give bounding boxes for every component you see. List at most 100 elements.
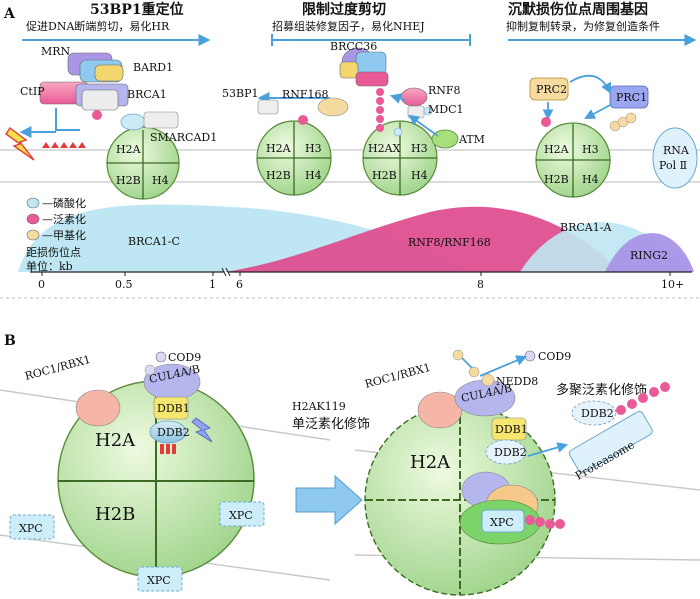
b-left-h2a: H2A (95, 430, 136, 451)
label-rnf168: RNF168 (282, 88, 329, 101)
nucleosome-4: H2A H3 H2B H4 (535, 122, 611, 198)
label-prc1: PRC1 (616, 91, 647, 104)
header-1-subtitle: 促进DNA断端剪切，易化HR (26, 19, 170, 33)
label-mdc1: MDC1 (428, 103, 464, 116)
legend-swatch-methyl (26, 229, 40, 241)
b-left-ddb1: DDB1 (157, 402, 190, 415)
b-mono: 单泛素化修饰 (292, 417, 370, 432)
panel-b-letter: B (4, 333, 16, 349)
distance-label-1: 距损伤位点 (26, 245, 81, 259)
label-bard1: BARD1 (133, 61, 173, 74)
region-label-rnf8: RNF8/RNF168 (408, 236, 491, 249)
header-1-title: 53BP1重定位 (90, 1, 184, 18)
legend-swatch-phospho (26, 197, 40, 209)
n4-h3: H3 (582, 143, 599, 156)
label-smarcad1: SMARCAD1 (150, 131, 217, 144)
nucleosome-2: H2A H3 H2B H4 (256, 120, 332, 196)
tick-10: 10+ (661, 278, 684, 291)
header-3-title: 沉默损伤位点周围基因 (508, 1, 648, 18)
b-poly: 多聚泛素化修饰 DDB2 Proteasome (527, 382, 670, 483)
n2-h2b: H2B (266, 169, 291, 182)
legend-phospho: —磷酸化 (42, 196, 86, 210)
label-atm: ATM (458, 133, 485, 146)
label-brcc36: BRCC36 (330, 40, 377, 53)
rnf8-mdc1-atm: RNF8 MDC1 ATM (389, 84, 485, 149)
header-1: 53BP1重定位 促进DNA断端剪切，易化HR (22, 1, 211, 46)
tick-0-5: 0.5 (115, 278, 133, 291)
b-right-cod9: COD9 (538, 350, 571, 363)
brca1-complex: MRN BARD1 CtIP BRCA1 (5, 45, 173, 161)
distance-axis: 0 0.5 1 6 8 10+ (30, 267, 692, 291)
distance-label-2: 单位：kb (26, 259, 73, 273)
header-2-title: 限制过度剪切 (302, 1, 386, 18)
b-right-xpc: XPC (490, 516, 514, 529)
label-ctip: CtIP (20, 85, 45, 98)
n3-h3: H3 (411, 142, 428, 155)
header-3-subtitle: 抑制复制转录，为修复创造条件 (506, 19, 660, 33)
n4-h2b: H2B (544, 173, 569, 186)
region-label-brca1-c: BRCA1-C (128, 235, 180, 248)
n3-h2b: H2B (372, 169, 397, 182)
b-poly-label: 多聚泛素化修饰 (556, 382, 647, 398)
n2-h4: H4 (305, 169, 322, 182)
b-left-xpc-1: XPC (19, 522, 43, 535)
b-right-ddb2: DDB2 (494, 446, 527, 459)
region-chart: BRCA1-C RNF8/RNF168 BRCA1-A RING2 (18, 204, 694, 272)
tick-8: 8 (477, 278, 484, 291)
smarcad1: SMARCAD1 (120, 111, 217, 144)
b-left-h2b: H2B (95, 504, 135, 525)
n1-h2a: H2A (116, 143, 142, 156)
prc2-block (529, 77, 569, 101)
n2-h2a: H2A (266, 142, 292, 155)
header-2-subtitle: 招募组装修复因子，易化NHEJ (272, 19, 425, 33)
nucleosome-1: H2A H2B H4 (106, 126, 180, 200)
n1-h4: H4 (152, 174, 169, 187)
rna-pol-ii: RNA Pol Ⅱ (652, 127, 698, 189)
label-mrn: MRN (41, 45, 71, 58)
n2-h3: H3 (305, 142, 322, 155)
legend-swatch-ubi (26, 213, 40, 225)
panel-a-letter: A (3, 6, 16, 22)
b-right-ddb1: DDB1 (495, 423, 528, 436)
header-2: 限制过度剪切 招募组装修复因子，易化NHEJ (271, 1, 471, 46)
region-label-brca1-a: BRCA1-A (560, 221, 612, 234)
brcc36-complex: BRCC36 (330, 40, 389, 132)
legend-ubi: —泛素化 (42, 212, 86, 226)
b-left-ddb2: DDB2 (157, 426, 190, 439)
b-right-nedd8: NEDD8 (496, 375, 538, 388)
b-left-roc1: ROC1/RBX1 (23, 353, 92, 383)
header-3: 沉默损伤位点周围基因 抑制复制转录，为修复创造条件 (506, 1, 697, 46)
tick-0: 0 (38, 278, 45, 291)
b-left-xpc-3: XPC (147, 574, 171, 587)
label-53bp1: 53BP1 (222, 87, 258, 100)
prc-group: PRC2 PRC1 (529, 74, 649, 132)
b-right-h2a: H2A (410, 452, 451, 473)
n3-h4: H4 (411, 169, 428, 182)
n4-h2a: H2A (544, 143, 570, 156)
rnapol-line-1: RNA (663, 144, 690, 157)
b-transition: H2AK119 单泛素化修饰 (292, 400, 411, 526)
b-right: H2A COD9 NEDD8 ROC1/RBX1 CUL4A/B DDB1 DD… (354, 349, 700, 596)
region-ring2 (605, 233, 694, 272)
b-left: H2A H2B COD9 ROC1/RBX1 CUL4A/B DDB1 DDB2… (0, 351, 331, 592)
b-left-cod9: COD9 (168, 351, 201, 364)
label-prc2: PRC2 (536, 83, 567, 96)
dna-break-marks (42, 142, 86, 148)
b-poly-ddb2: DDB2 (581, 407, 614, 420)
region-label-ring2: RING2 (630, 249, 668, 262)
tick-1: 1 (209, 278, 216, 291)
legend: —磷酸化 —泛素化 —甲基化 距损伤位点 单位：kb (26, 196, 86, 273)
n3-h2ax: H2AX (368, 142, 401, 155)
nucleosome-3: H2AX H3 H2B H4 (362, 120, 438, 196)
b-left-xpc-2: XPC (229, 509, 253, 522)
53bp1-group: 53BP1 RNF168 (222, 87, 349, 125)
n4-h4: H4 (582, 173, 599, 186)
b-right-xpc-ubiquitin (525, 515, 565, 529)
n1-h2b: H2B (116, 174, 141, 187)
b-h2ak119: H2AK119 (292, 400, 346, 413)
region-rnf8 (225, 206, 620, 272)
label-brca1: BRCA1 (127, 88, 167, 101)
dna-damage-icon (5, 126, 35, 161)
ubiquitin-chain (376, 88, 384, 132)
